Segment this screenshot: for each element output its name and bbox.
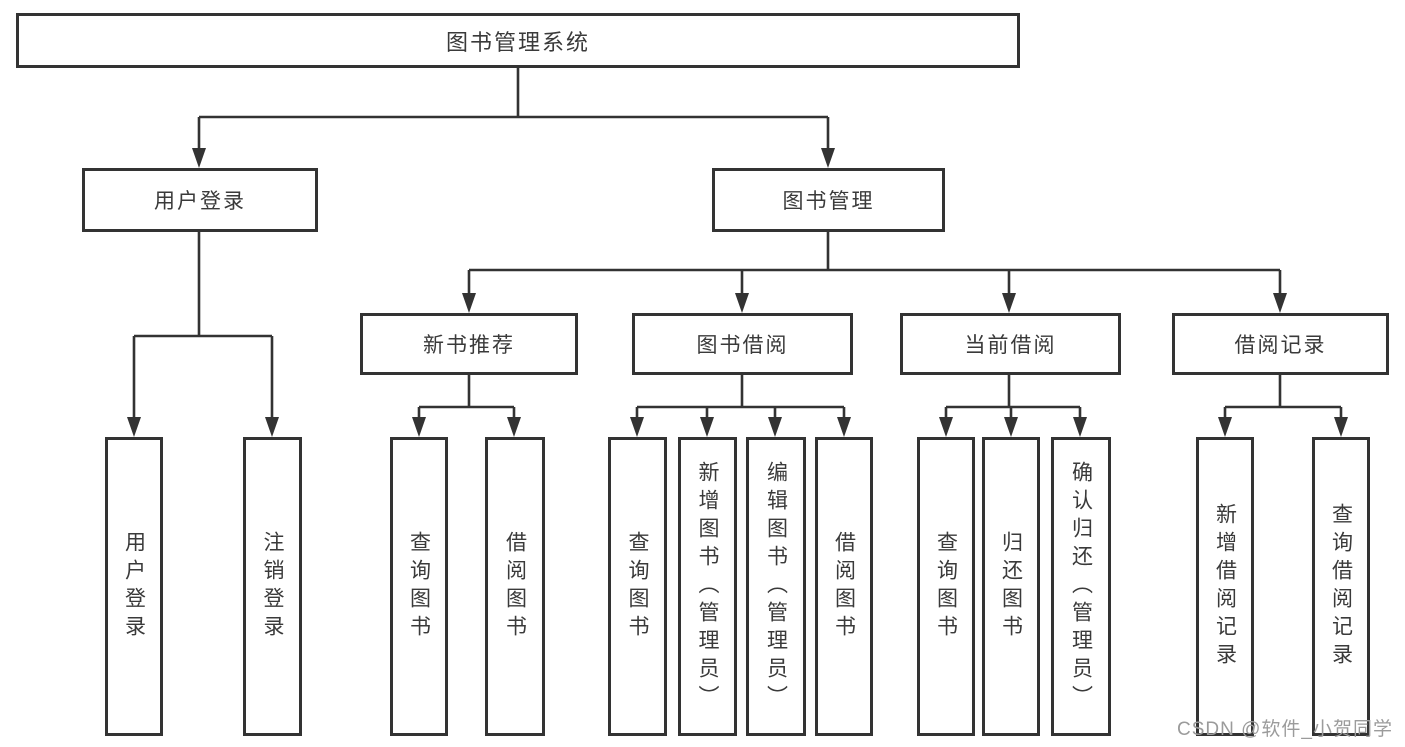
arrowhead (768, 417, 782, 437)
arrowhead (507, 417, 521, 437)
arrowhead (1073, 417, 1087, 437)
arrowhead (821, 148, 835, 168)
node-borrow-record: 借阅记录 (1172, 313, 1389, 375)
leaf-confirm-return-admin: 确认归还（管理员） (1051, 437, 1111, 736)
arrowhead (412, 417, 426, 437)
node-book-borrow: 图书借阅 (632, 313, 853, 375)
tree-edges (132, 68, 1343, 433)
leaf-borrow-books-recommend: 借阅图书 (485, 437, 545, 736)
leaf-return-books: 归还图书 (982, 437, 1040, 736)
leaf-borrow-books: 借阅图书 (815, 437, 873, 736)
arrowhead (1273, 293, 1287, 313)
leaf-query-books-borrow: 查询图书 (608, 437, 667, 736)
csdn-watermark: CSDN @软件_小贺同学 (1177, 719, 1393, 740)
arrowhead (1002, 293, 1016, 313)
leaf-query-books-recommend: 查询图书 (390, 437, 448, 736)
node-book-management-branch: 图书管理 (712, 168, 945, 232)
leaf-add-books-admin: 新增图书（管理员） (678, 437, 737, 736)
node-current-borrow: 当前借阅 (900, 313, 1121, 375)
leaf-add-borrow-record: 新增借阅记录 (1196, 437, 1254, 736)
leaf-query-books-current: 查询图书 (917, 437, 975, 736)
arrowhead (1334, 417, 1348, 437)
arrowhead (837, 417, 851, 437)
node-new-book-recommend: 新书推荐 (360, 313, 578, 375)
leaf-edit-books-admin: 编辑图书（管理员） (746, 437, 806, 736)
leaf-query-borrow-record: 查询借阅记录 (1312, 437, 1370, 736)
arrowhead (939, 417, 953, 437)
arrowhead (735, 293, 749, 313)
arrowhead (1218, 417, 1232, 437)
arrowhead (127, 417, 141, 437)
arrowhead (700, 417, 714, 437)
leaf-user-login: 用户登录 (105, 437, 163, 736)
arrowhead (462, 293, 476, 313)
arrowhead (192, 148, 206, 168)
node-user-login-branch: 用户登录 (82, 168, 318, 232)
arrowhead (265, 417, 279, 437)
arrowhead (1004, 417, 1018, 437)
node-root-system: 图书管理系统 (16, 13, 1020, 68)
leaf-logout: 注销登录 (243, 437, 302, 736)
arrowhead (630, 417, 644, 437)
